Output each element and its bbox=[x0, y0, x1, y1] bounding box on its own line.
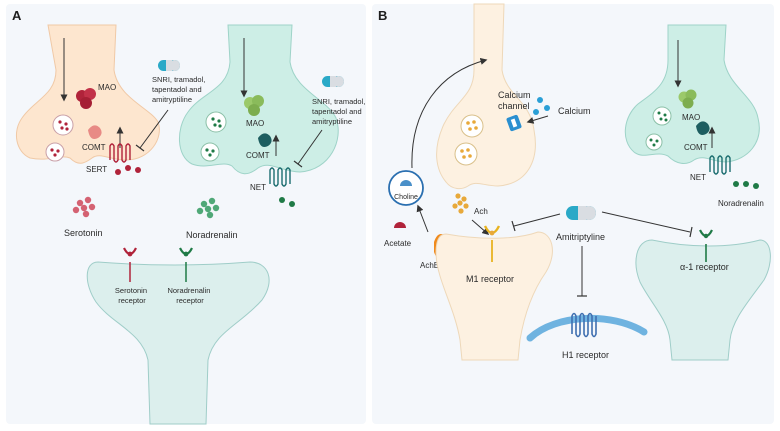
choline-bubble bbox=[388, 170, 424, 206]
noradrenaline-vesicle-b bbox=[652, 106, 672, 126]
serotonin-vesicle bbox=[52, 114, 74, 136]
noradrenaline-presynaptic-neuron: MAO COMT NET bbox=[178, 24, 339, 207]
ach-molecules bbox=[452, 193, 469, 214]
inhibition-line-sert bbox=[139, 109, 169, 149]
comt-label-right: COMT bbox=[246, 151, 270, 160]
noradrenaline-molecules-b bbox=[733, 181, 759, 189]
comt-label-left: COMT bbox=[82, 143, 106, 152]
mao-enzyme-left bbox=[76, 88, 96, 109]
drug-list-left: SNRI, tramadol, tapentadol and amitrypti… bbox=[152, 75, 207, 104]
net-transporter-b bbox=[709, 155, 731, 175]
serotonin-cluster bbox=[72, 196, 96, 218]
drug-pill-icon-left bbox=[158, 60, 180, 71]
calcium-channel-icon bbox=[506, 114, 522, 132]
comt-label-b: COMT bbox=[684, 143, 708, 152]
serotonin-receptor-label: Serotonin receptor bbox=[115, 286, 149, 305]
noradrenaline-cluster bbox=[196, 197, 220, 219]
inhibition-line-alpha1 bbox=[601, 211, 691, 233]
amitriptyline-label: Amitriptyline bbox=[556, 232, 605, 242]
alpha1-receptor-label: α-1 receptor bbox=[680, 262, 729, 272]
m1-receptor-label: M1 receptor bbox=[466, 274, 514, 284]
serotonin-label: Serotonin bbox=[64, 228, 103, 238]
serotonin-presynaptic-neuron: MAO COMT SERT bbox=[15, 24, 160, 175]
comt-enzyme-b bbox=[696, 121, 710, 135]
acetate-icon bbox=[394, 222, 406, 228]
calcium-label: Calcium bbox=[558, 106, 591, 116]
ach-vesicle bbox=[454, 142, 478, 166]
net-label-a: NET bbox=[250, 183, 266, 192]
ache-label: AchE bbox=[420, 261, 439, 270]
ach-label: Ach bbox=[474, 207, 488, 216]
serotonin-receptor bbox=[123, 247, 137, 282]
sert-label: SERT bbox=[86, 165, 107, 174]
drug-list-right: SNRI, tramadol, tapentadol and amitrypti… bbox=[312, 97, 367, 126]
h1-receptor bbox=[571, 312, 597, 338]
noradrenaline-presynaptic-neuron-b: MAO COMT NET Noradrenalin bbox=[624, 24, 764, 208]
choline-label: Choline bbox=[394, 194, 418, 201]
net-label-b: NET bbox=[690, 173, 706, 182]
comt-enzyme-right bbox=[258, 133, 272, 147]
m1-postsynaptic-neuron bbox=[435, 231, 553, 361]
choline-reuptake-arrow bbox=[411, 58, 488, 169]
mao-label-left: MAO bbox=[98, 83, 116, 92]
noradrenalin-label-b: Noradrenalin bbox=[718, 199, 764, 208]
mao-enzyme-b bbox=[678, 89, 697, 109]
mao-label-b: MAO bbox=[682, 113, 700, 122]
sert-transporter bbox=[109, 143, 131, 163]
serotonin-vesicle bbox=[45, 142, 65, 162]
alpha1-postsynaptic-neuron bbox=[635, 239, 771, 361]
panel-a: A MAO COMT bbox=[6, 4, 367, 425]
inhibition-line-m1 bbox=[513, 213, 561, 227]
noradrenalin-receptor bbox=[179, 247, 193, 282]
panel-b-letter: B bbox=[378, 8, 387, 23]
amitriptyline-pill-icon bbox=[566, 206, 596, 220]
noradrenalin-receptor-label: Noradrenalin receptor bbox=[167, 286, 212, 305]
h1-receptor-label: H1 receptor bbox=[562, 350, 609, 360]
calcium-ions bbox=[533, 97, 550, 115]
noradrenaline-vesicle bbox=[200, 142, 220, 162]
inhibition-line-net bbox=[297, 129, 323, 165]
drug-pill-icon-right bbox=[322, 76, 344, 87]
comt-enzyme-left bbox=[88, 125, 102, 139]
noradrenalin-label: Noradrenalin bbox=[186, 230, 238, 240]
mao-enzyme-right bbox=[244, 95, 264, 116]
calcium-channel-label: Calcium channel bbox=[498, 90, 533, 111]
alpha1-receptor bbox=[699, 229, 713, 262]
noradrenaline-molecules-cleft bbox=[279, 197, 295, 207]
noradrenaline-vesicle bbox=[205, 111, 227, 133]
mao-label-right: MAO bbox=[246, 119, 264, 128]
ach-vesicle bbox=[460, 114, 484, 138]
cholinergic-presynaptic-neuron bbox=[436, 3, 536, 190]
panel-b: B Calcium channel Ca bbox=[372, 3, 774, 424]
postsynaptic-neuron-a bbox=[86, 261, 270, 425]
net-transporter-a bbox=[269, 167, 291, 187]
m1-receptor bbox=[483, 225, 501, 262]
serotonin-molecules-cleft bbox=[115, 165, 141, 175]
noradrenaline-vesicle-b bbox=[645, 133, 663, 151]
acetate-label: Acetate bbox=[384, 239, 412, 248]
panel-a-letter: A bbox=[12, 8, 22, 23]
